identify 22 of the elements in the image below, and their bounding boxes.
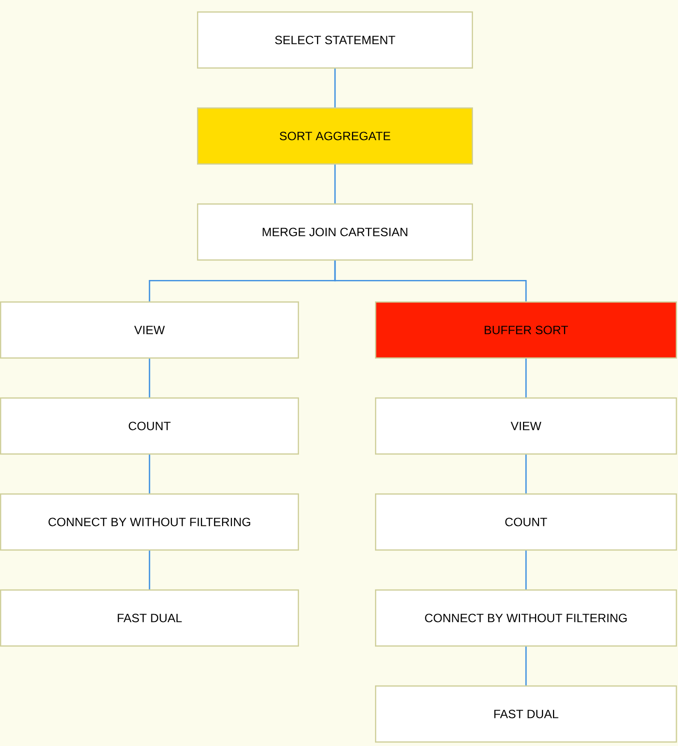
connector-line: [525, 550, 527, 590]
plan-step-box: MERGE JOIN CARTESIAN: [197, 203, 473, 261]
plan-step-box: FAST DUAL: [375, 685, 677, 743]
connector-line: [148, 550, 150, 590]
plan-step-box: SELECT STATEMENT: [197, 11, 473, 69]
connector-line: [334, 68, 336, 108]
plan-step-box: FAST DUAL: [0, 589, 299, 647]
plan-step-box: COUNT: [0, 397, 299, 455]
connector-line: [334, 260, 527, 302]
plan-step-box: CONNECT BY WITHOUT FILTERING: [0, 493, 299, 551]
connector-line: [525, 454, 527, 494]
plan-step-box: SORT AGGREGATE: [197, 107, 473, 165]
plan-step-box: VIEW: [0, 301, 299, 359]
connector-line: [525, 358, 527, 398]
plan-step-box: COUNT: [375, 493, 677, 551]
connector-line: [334, 164, 336, 204]
connector-line: [148, 454, 150, 494]
plan-step-box: CONNECT BY WITHOUT FILTERING: [375, 589, 677, 647]
connector-line: [148, 358, 150, 398]
plan-step-box: VIEW: [375, 397, 677, 455]
plan-step-box: BUFFER SORT: [375, 301, 677, 359]
connector-line: [525, 646, 527, 686]
